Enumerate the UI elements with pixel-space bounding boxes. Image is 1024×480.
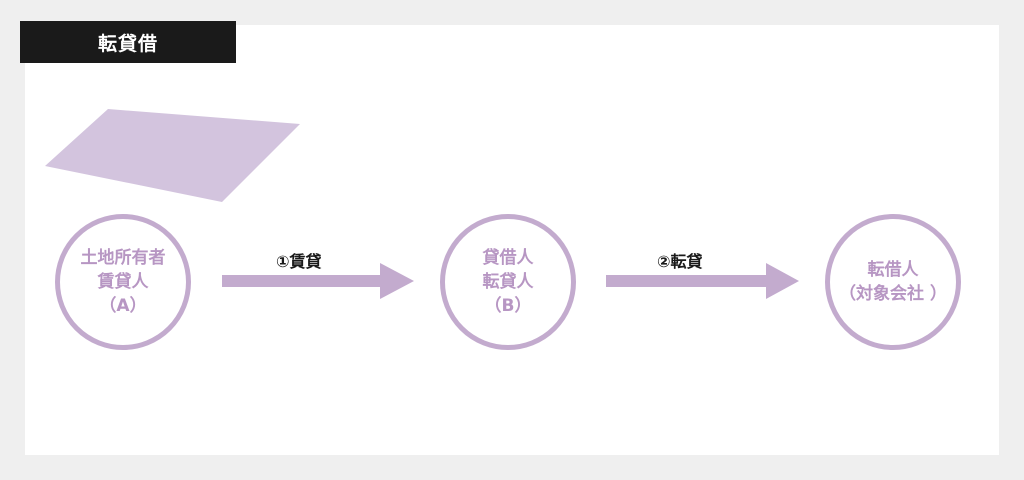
land-parcel-shape [45, 109, 300, 202]
node-a-line3: （A） [99, 296, 147, 316]
node-lessee-sublessor: 貸借人 転貸人 （B） [440, 214, 576, 350]
node-landowner-lessor: 土地所有者 賃貸人 （A） [55, 214, 191, 350]
node-b-line2: 転貸人 [482, 272, 534, 292]
page-title: 転貸借 [20, 21, 236, 63]
node-c-line2: （対象会社 ） [839, 284, 947, 304]
arrow-lease-icon [222, 263, 414, 299]
node-c-line1: 転借人 [867, 260, 919, 280]
node-a-line1: 土地所有者 [80, 248, 166, 268]
node-b-line1: 貸借人 [482, 248, 534, 268]
node-a-line2: 賃貸人 [97, 272, 149, 292]
arrow-lease-label: ①賃貸 [276, 252, 322, 271]
node-sublessee-target-company: 転借人 （対象会社 ） [825, 214, 961, 350]
arrow-sublease-icon [606, 263, 799, 299]
arrow-sublease-label: ②転貸 [657, 252, 703, 271]
node-b-line3: （B） [484, 296, 532, 316]
